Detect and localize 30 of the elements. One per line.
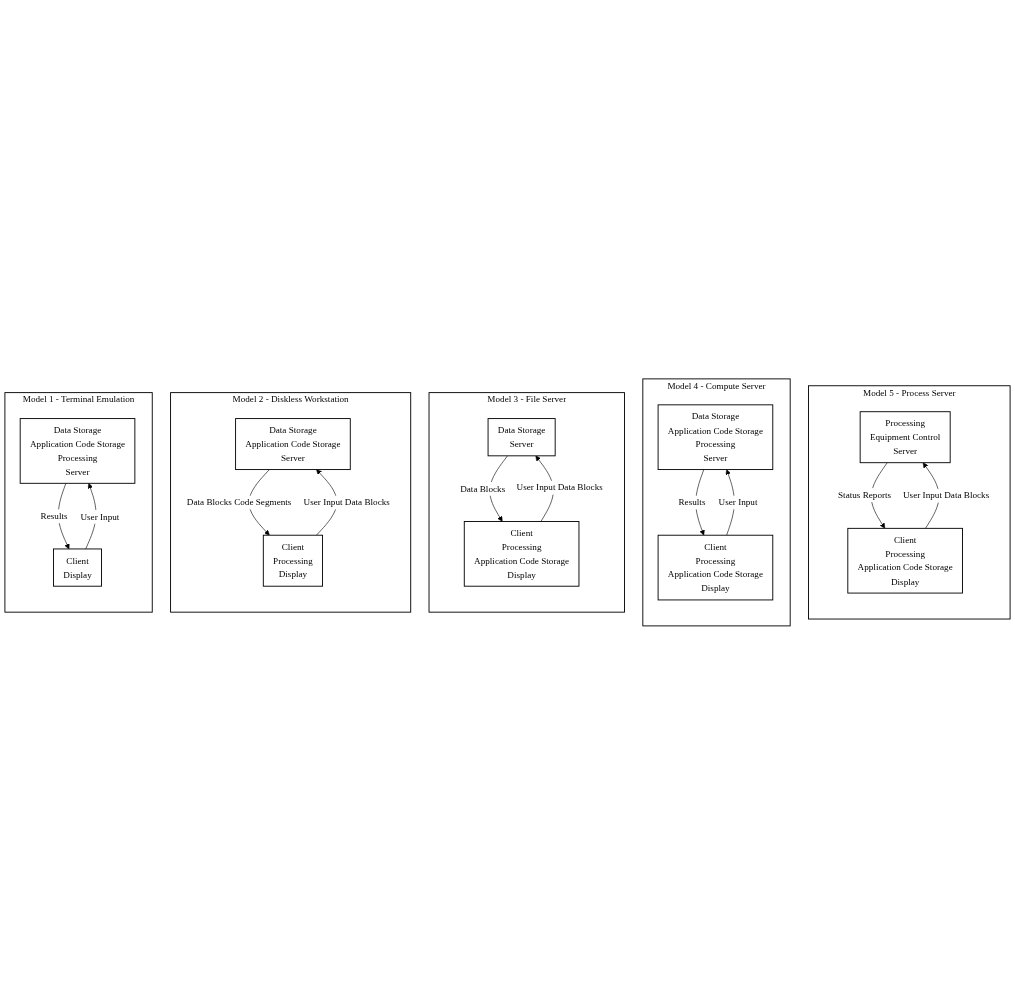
edge-label: User Input Data Blocks [903,490,990,500]
edge-label: User Input Data Blocks [303,496,390,507]
edge-label: Data Blocks [460,483,506,493]
node-box: Client Processing Application Code Storage Display [847,527,963,594]
cluster [170,391,412,613]
node-label: Model 3 - File Server [487,394,567,404]
edge-label: User Input [718,496,758,507]
node-label: Model 1 - Terminal Emulation [22,394,135,404]
node-label: Model 2 - Diskless Workstation [232,394,349,404]
node-box: Client Display [53,548,102,587]
edge-label: Results [678,496,706,507]
node-box: Client Processing Application Code Storage Display [657,534,774,600]
node-box: Client Processing Display [262,534,323,587]
node-box: Data Storage Server [487,417,556,456]
cluster [4,391,153,613]
edge-label: Results [40,510,68,521]
edge-label: Status Reports [837,489,892,500]
node-box: Processing Equipment Control Server [859,410,951,463]
cluster [642,378,791,626]
cluster [428,391,625,613]
node-box: Data Storage Application Code Storage Server [235,417,351,470]
cluster [808,384,1011,620]
node-box: Client Processing Application Code Storage Display [463,520,580,587]
node-box: Data Storage Application Code Storage Processing Server [657,404,774,470]
edge-label: User Input Data Blocks [516,482,603,492]
node-label: Model 5 - Process Server [862,387,956,397]
edge-label: Data Blocks Code Segments [186,496,292,507]
node-box: Data Storage Application Code Storage Processing Server [19,417,136,484]
edge-label: User Input [80,511,120,521]
node-label: Model 4 - Compute Server [667,380,766,391]
